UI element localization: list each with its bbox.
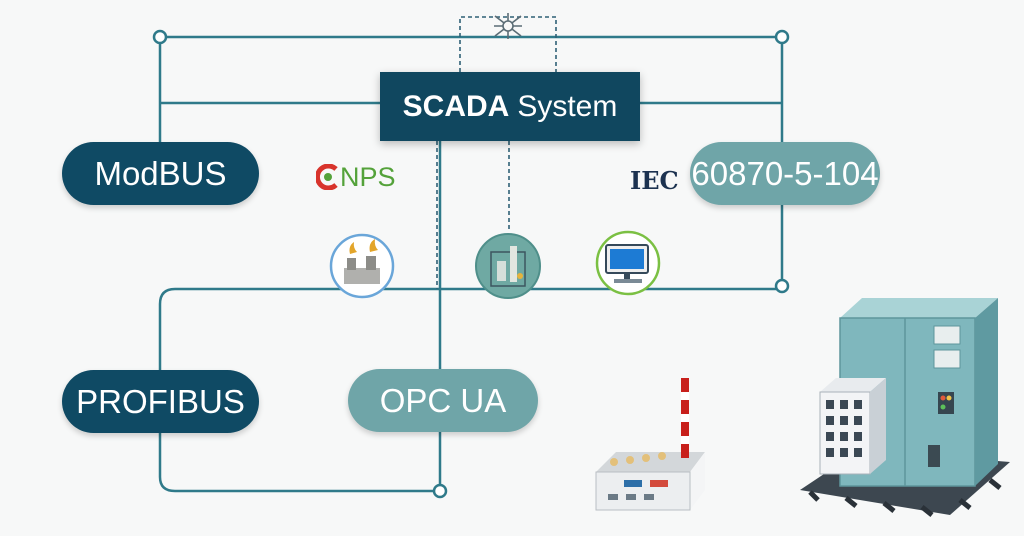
power-plant-slot-3: [644, 494, 654, 500]
factory-icon-right-tower: [366, 256, 376, 270]
junction-dot-mid-right: [774, 278, 790, 294]
cnps-logo-mark-dot: [324, 173, 332, 181]
power-plant-knob-1: [610, 458, 618, 466]
iec-60870-node: 60870-5-104: [690, 142, 880, 205]
factory-icon-left-smoke: [349, 242, 357, 254]
industrial-plant-icon: [475, 233, 541, 299]
factory-icon-base: [344, 268, 380, 284]
profibus-node: PROFIBUS: [62, 370, 259, 433]
rack-window-11: [840, 448, 848, 457]
scada-system-node: SCADA System: [380, 72, 640, 141]
opc-ua-label: OPC UA: [379, 381, 507, 419]
cabinet-door-handle: [928, 445, 940, 467]
industrial-plant-icon-column: [510, 246, 517, 282]
cnps-logo-mark: [316, 164, 338, 190]
cnps-logo-text: NPS: [340, 161, 396, 192]
scada-node-strong: SCADA: [402, 89, 510, 123]
power-plant-display-1: [624, 480, 642, 487]
bus-lines: [158, 35, 784, 493]
industrial-plant-icon-frame: [490, 251, 526, 287]
cabinet-panel-2: [933, 349, 961, 369]
power-plant-body: [596, 452, 705, 472]
power-plant-chimney-band-1: [681, 392, 689, 400]
factory-icon-left-tower: [347, 258, 356, 270]
cabinet-panel-1: [933, 325, 961, 345]
cabinet-button-red: [940, 395, 946, 401]
rack-window-5: [840, 416, 848, 425]
rack-window-3: [854, 400, 862, 409]
server-rack-windows: [826, 400, 862, 457]
junction-dots: [152, 29, 790, 499]
cabinet-button-panel: [938, 392, 954, 414]
rack-window-2: [840, 400, 848, 409]
rack-window-8: [840, 432, 848, 441]
scada-node-rest: System: [517, 89, 618, 123]
cabinet-rail-4: [920, 505, 934, 517]
modbus-node: ModBUS: [62, 142, 259, 205]
industrial-plant-icon-tank: [497, 261, 506, 281]
power-plant-icon: [595, 378, 705, 511]
rack-window-9: [854, 432, 862, 441]
junction-dot-bottom: [432, 483, 448, 499]
factory-icon-right-smoke: [369, 239, 378, 252]
iec-protocol-label: 60870-5-104: [691, 154, 879, 192]
opc-ua-node: OPC UA: [348, 369, 538, 432]
rack-window-6: [854, 416, 862, 425]
industrial-plant-icon-gauge: [517, 273, 523, 279]
cabinet-side: [975, 298, 998, 486]
power-plant-slot-2: [626, 494, 636, 500]
profibus-label: PROFIBUS: [76, 382, 245, 420]
power-plant-display-2: [650, 480, 668, 487]
junction-dot-top-left: [152, 29, 168, 45]
cabinet-rail-3: [882, 501, 896, 513]
rack-window-4: [826, 416, 834, 425]
rack-window-10: [826, 448, 834, 457]
rack-window-12: [854, 448, 862, 457]
cabinet-button-yellow: [946, 395, 952, 401]
cabinet-rail-6: [988, 478, 1002, 490]
dashed-links: [436, 16, 557, 289]
power-plant-slot-1: [608, 494, 618, 500]
monitor-icon-stand: [624, 273, 630, 279]
power-plant-chimney-band-3: [681, 436, 689, 444]
control-cabinet-icon: [800, 298, 1010, 517]
cabinet-button-green: [940, 404, 946, 410]
server-rack-side: [870, 378, 886, 474]
left-lower-branch: [158, 287, 440, 493]
iec-logo-text: IEC: [630, 166, 679, 195]
modbus-label: ModBUS: [94, 154, 227, 192]
cabinet-rail-2: [844, 496, 858, 508]
cnps-logo-mark-arc: [316, 164, 338, 190]
cabinet-base-rails: [808, 478, 1002, 517]
rack-window-7: [826, 432, 834, 441]
junction-dot-top-right: [774, 29, 790, 45]
cnps-logo: NPS: [316, 162, 396, 192]
server-rack-top: [820, 378, 886, 392]
monitor-icon-display: [610, 249, 644, 269]
power-plant-knob-2: [626, 456, 634, 464]
power-plant-knob-3: [642, 454, 650, 462]
scada-cloud-link: [459, 16, 557, 72]
cabinet-top: [840, 298, 998, 318]
monitor-icon: [595, 230, 661, 296]
power-plant-chimney-band-2: [681, 414, 689, 422]
factory-icon: [329, 233, 395, 299]
cabinet-rail-5: [958, 498, 972, 510]
network-node-icon: [494, 13, 522, 39]
factory-icon-ring: [329, 233, 395, 299]
cabinet-rail-1: [808, 490, 820, 502]
power-plant-knob-4: [658, 452, 666, 460]
power-plant-front: [595, 471, 691, 511]
industrial-plant-icon-ring: [475, 233, 541, 299]
rack-window-1: [826, 400, 834, 409]
network-node-core: [502, 20, 514, 32]
monitor-icon-keyboard: [614, 279, 642, 283]
